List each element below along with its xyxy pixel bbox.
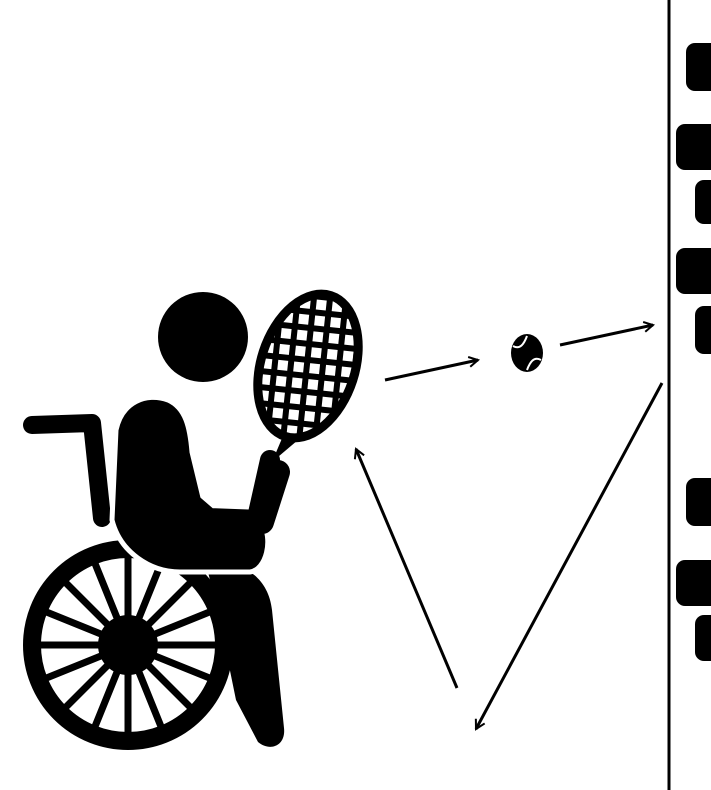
tennis-racket-icon xyxy=(240,281,375,540)
racket-to-ball-arrow xyxy=(385,360,478,380)
flow-arrows xyxy=(356,325,662,729)
ball-to-wall-arrow xyxy=(560,325,653,345)
player-head xyxy=(158,292,248,382)
wall-rebound-arrow xyxy=(476,383,662,729)
brick-wall-icon xyxy=(669,0,711,790)
tennis-ball-icon xyxy=(511,334,543,372)
return-to-racket-arrow xyxy=(356,449,457,688)
